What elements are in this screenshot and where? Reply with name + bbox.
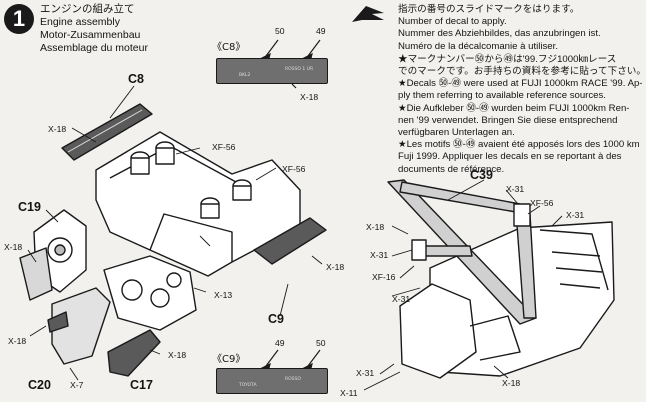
label-x11: X-11 xyxy=(340,388,358,398)
diagram-art xyxy=(19,6,615,391)
label-x18-f: X-18 xyxy=(366,222,385,232)
decal-plate-c8-right: ROSSO 1 UR xyxy=(285,67,314,72)
leader-lines-left xyxy=(27,85,323,381)
label-x18-a: X-18 xyxy=(48,124,67,134)
label-xf56-b: XF-56 xyxy=(282,164,306,174)
note-jp-1: ★マークナンバー㊿から㊾は'99.フジ1000㎞レース xyxy=(398,53,617,65)
label-x31-b: X-31 xyxy=(566,210,585,220)
note-de-1: ★Die Aufkleber ㊿-㊾ wurden beim FUJI 1000… xyxy=(398,102,630,114)
part-c17: C17 xyxy=(130,378,153,392)
step-number-badge: 1 xyxy=(4,4,34,34)
label-x18-decal-top: X-18 xyxy=(300,92,319,102)
note-intro-fr: Numéro de la décalcomanie à utiliser. xyxy=(398,40,558,52)
label-x18-g: X-18 xyxy=(502,378,521,388)
title-fr: Assemblage du moteur xyxy=(40,42,148,54)
label-x7: X-7 xyxy=(70,380,84,390)
label-x31-c: X-31 xyxy=(370,250,389,260)
decal-plate-c8: BKL2 ROSSO 1 UR xyxy=(216,58,328,84)
note-fr-3: documents de référence. xyxy=(398,163,505,175)
label-xf56-c: XF-56 xyxy=(530,198,554,208)
label-x18-d: X-18 xyxy=(8,336,27,346)
part-c8: C8 xyxy=(128,72,144,86)
engine-block-drawing xyxy=(19,103,327,377)
label-x31-e: X-31 xyxy=(356,368,375,378)
decal-number-right-bottom: 50 xyxy=(316,338,326,348)
decal-c8-title: 《C8》 xyxy=(212,42,246,53)
title-en: Engine assembly xyxy=(40,16,120,28)
decal-plate-c9-right: ROSSO xyxy=(285,377,301,382)
note-fr-1: ★Les motifs ㊿-㊾ avaient été apposés lors… xyxy=(398,139,640,151)
part-c20: C20 xyxy=(28,378,51,392)
note-intro-en: Number of decal to apply. xyxy=(398,16,507,28)
decal-plate-c9-left: TOYOTA xyxy=(239,383,257,388)
decal-plate-c9: TOYOTA ROSSO xyxy=(216,368,328,394)
decal-notes: 指示の番号のスライドマークをはります。 Number of decal to a… xyxy=(398,4,646,176)
decal-c9-title: 《C9》 xyxy=(212,354,246,365)
note-intro-jp: 指示の番号のスライドマークをはります。 xyxy=(398,4,580,15)
label-x18-b: X-18 xyxy=(4,242,23,252)
title-jp: エンジンの組み立て xyxy=(40,3,135,15)
note-en-1: ★Decals ㊿-㊾ were used at FUJI 1000km RAC… xyxy=(398,78,643,90)
label-x31-d: X-31 xyxy=(392,294,411,304)
part-c39: C39 xyxy=(470,168,493,182)
decal-arrow-icon xyxy=(352,6,384,22)
decal-number-left: 50 xyxy=(275,26,285,36)
label-x18-c: X-18 xyxy=(326,262,345,272)
decal-plate-c8-left: BKL2 xyxy=(239,73,251,78)
label-xf56-a: XF-56 xyxy=(212,142,236,152)
note-en-2: ply them referring to available referenc… xyxy=(398,90,606,102)
part-c9: C9 xyxy=(268,312,284,326)
label-x18-e: X-18 xyxy=(168,350,187,360)
leader-lines-right xyxy=(363,179,563,391)
step-titles: エンジンの組み立て Engine assembly Motor-Zusammen… xyxy=(40,3,148,55)
title-de: Motor-Zusammenbau xyxy=(40,29,141,41)
label-x31-a: X-31 xyxy=(506,184,525,194)
label-x13: X-13 xyxy=(214,290,233,300)
note-de-2: nen '99 verwendet. Bringen Sie diese ent… xyxy=(398,114,618,126)
note-fr-2: Fuji 1999. Appliquer les decals en se re… xyxy=(398,151,622,163)
decal-number-left-bottom: 49 xyxy=(275,338,285,348)
note-de-3: verfügbaren Unterlagen an. xyxy=(398,127,515,139)
note-jp-2: でのマークです。お手持ちの資料を参考に貼って下さい。 xyxy=(398,66,646,78)
part-c19: C19 xyxy=(18,200,41,214)
label-xf16: XF-16 xyxy=(372,272,396,282)
note-intro-de: Nummer des Abziehbildes, das anzubringen… xyxy=(398,28,601,40)
brace-assembly-drawing xyxy=(387,179,615,379)
decal-number-right: 49 xyxy=(316,26,326,36)
